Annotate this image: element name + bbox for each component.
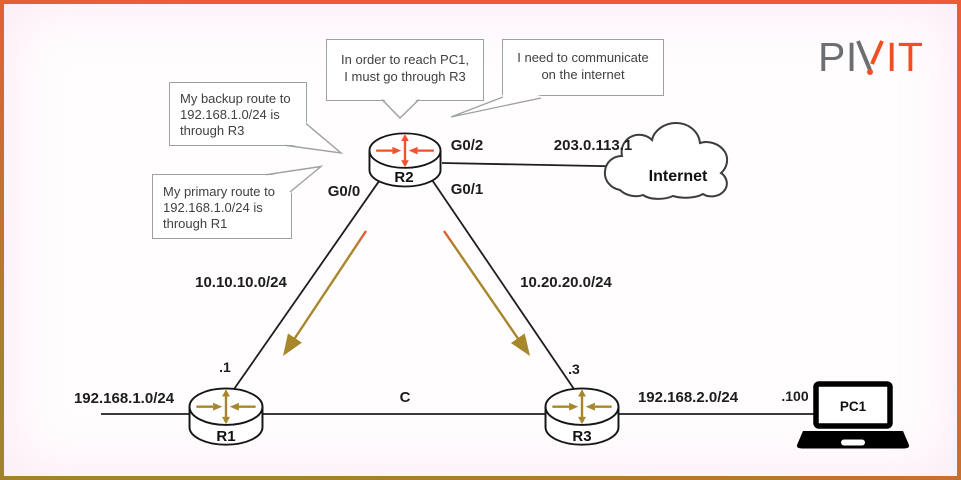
logo-letters-gray: PI (818, 34, 858, 80)
label-g0-2: G0/2 (451, 137, 484, 154)
callout-text: 192.168.1.0/24 is (163, 200, 263, 215)
router-icon-r1 (188, 387, 264, 446)
callout-text: My backup route to (180, 91, 291, 106)
logo-exclamation-dot (867, 69, 873, 75)
label-r3-host: .3 (568, 361, 580, 377)
label-g0-1: G0/1 (451, 181, 484, 198)
label-r1-host: .1 (219, 359, 231, 375)
router-icon-r3 (544, 387, 620, 446)
pc1-laptop-icon (796, 381, 910, 449)
logo-exclamation-stroke (870, 40, 884, 65)
label-lan-r3: 192.168.2.0/24 (638, 389, 739, 406)
link-r2-internet (441, 162, 650, 168)
label-net-10-20: 10.20.20.0/24 (520, 274, 612, 291)
label-pc1: PC1 (840, 399, 867, 414)
callout-text: I must go through R3 (344, 68, 466, 84)
callout-tails (265, 95, 542, 194)
label-r2: R2 (394, 169, 413, 186)
callout-text: through R1 (163, 216, 228, 231)
label-r1: R1 (216, 428, 235, 445)
logo-v-left-stroke (856, 40, 872, 71)
logo-letters-orange: IT (886, 34, 923, 80)
label-g0-0: G0/0 (328, 183, 361, 200)
label-wan-ip: 203.0.113.1 (554, 137, 632, 154)
callout-text: My primary route to (163, 184, 275, 199)
label-pc1-host: .100 (781, 388, 808, 404)
callout-text: I need to communicate (517, 50, 649, 65)
callout-text: In order to reach PC1, (341, 52, 469, 67)
router-icon-r2 (368, 132, 442, 188)
route-arrow-r2-to-r1 (283, 230, 367, 356)
label-link-c: C (400, 389, 411, 406)
callout-reach-pc1: In order to reach PC1, I must go through… (326, 39, 484, 101)
label-r3: R3 (572, 428, 591, 445)
callout-primary-route: My primary route to 192.168.1.0/24 is th… (152, 174, 292, 239)
label-internet: Internet (649, 168, 708, 185)
pivit-logo: PI IT (818, 34, 923, 80)
callout-backup-route: My backup route to 192.168.1.0/24 is thr… (169, 82, 307, 146)
callout-text: on the internet (541, 66, 625, 82)
label-net-10-10: 10.10.10.0/24 (195, 274, 287, 291)
label-lan-r1: 192.168.1.0/24 (74, 390, 175, 407)
internet-cloud-icon (603, 121, 729, 200)
link-r2-r3 (427, 173, 577, 393)
route-arrow-r2-to-r3 (443, 230, 531, 356)
callout-text: 192.168.1.0/24 is (180, 107, 280, 122)
callout-text: through R3 (180, 123, 245, 138)
callout-internet-need: I need to communicate on the internet (502, 39, 664, 96)
